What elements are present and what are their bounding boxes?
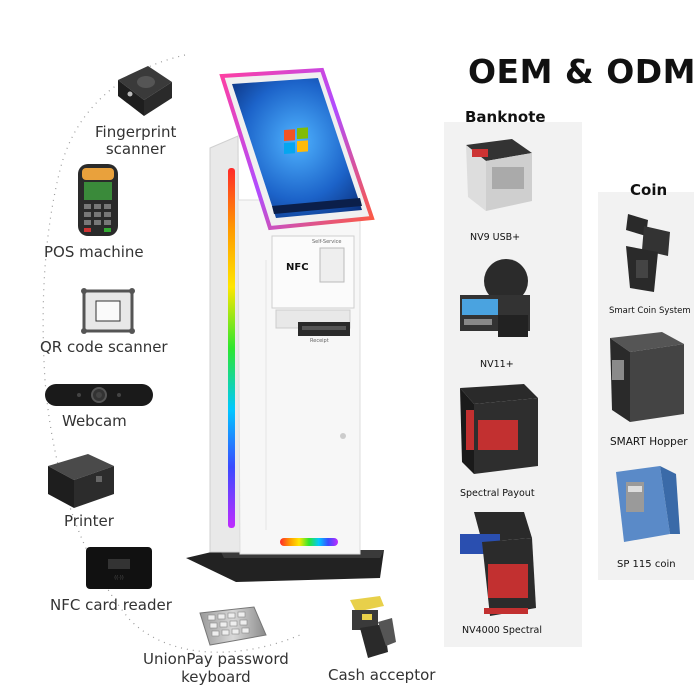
peripheral-label-qr: QR code scanner	[40, 338, 168, 356]
fingerprint-scanner-icon	[118, 66, 172, 116]
banknote-heading: Banknote	[465, 108, 546, 126]
peripheral-label-keypad: UnionPay password keyboard	[143, 650, 289, 686]
qr-scanner-icon	[81, 288, 135, 334]
smart-hopper-device-icon	[610, 332, 684, 422]
peripheral-label-webcam: Webcam	[62, 412, 127, 430]
keypad-icon	[199, 606, 267, 646]
pos-machine-icon	[78, 164, 118, 236]
cash-acceptor-icon	[350, 596, 396, 658]
spectral-payout-device-icon	[460, 384, 538, 474]
kiosk-panel-label: Self-Service	[312, 239, 342, 245]
peripheral-label-cash: Cash acceptor	[328, 666, 436, 684]
nv4000-spectral-device-icon	[460, 512, 536, 616]
nfc-card-reader-icon: ((·))	[86, 547, 152, 589]
webcam-icon	[45, 384, 153, 406]
coin-label-0: Smart Coin System	[609, 306, 691, 316]
banknote-label-0: NV9 USB+	[470, 232, 521, 243]
windows-logo-icon	[284, 127, 308, 154]
kiosk-slot-label: Receipt	[310, 338, 329, 344]
coin-heading: Coin	[630, 181, 668, 199]
svg-text:((·)): ((·))	[114, 575, 123, 581]
coin-label-1: SMART Hopper	[610, 436, 688, 448]
peripheral-label-nfc: NFC card reader	[50, 596, 172, 614]
banknote-label-1: NV11+	[480, 359, 514, 370]
banknote-label-2: Spectral Payout	[460, 488, 535, 499]
nv9-usb-device-icon	[466, 139, 532, 211]
peripheral-label-pos: POS machine	[44, 243, 144, 261]
kiosk-side-led	[228, 168, 235, 528]
headline-title: OEM & ODM	[468, 52, 696, 91]
peripheral-label-fingerprint: Fingerprint scanner	[95, 123, 177, 158]
smart-coin-system-device-icon	[626, 214, 670, 292]
nv11-device-icon	[460, 259, 530, 337]
kiosk-nfc-label: NFC	[286, 262, 309, 273]
peripheral-label-printer: Printer	[64, 512, 114, 530]
coin-label-2: SP 115 coin	[617, 559, 676, 570]
banknote-label-3: NV4000 Spectral	[462, 625, 543, 636]
sp115-coin-device-icon	[616, 466, 680, 542]
kiosk-front-led	[280, 538, 338, 546]
printer-icon	[48, 454, 114, 508]
kiosk-illustration	[186, 67, 384, 582]
kiosk-body-side	[209, 135, 241, 553]
